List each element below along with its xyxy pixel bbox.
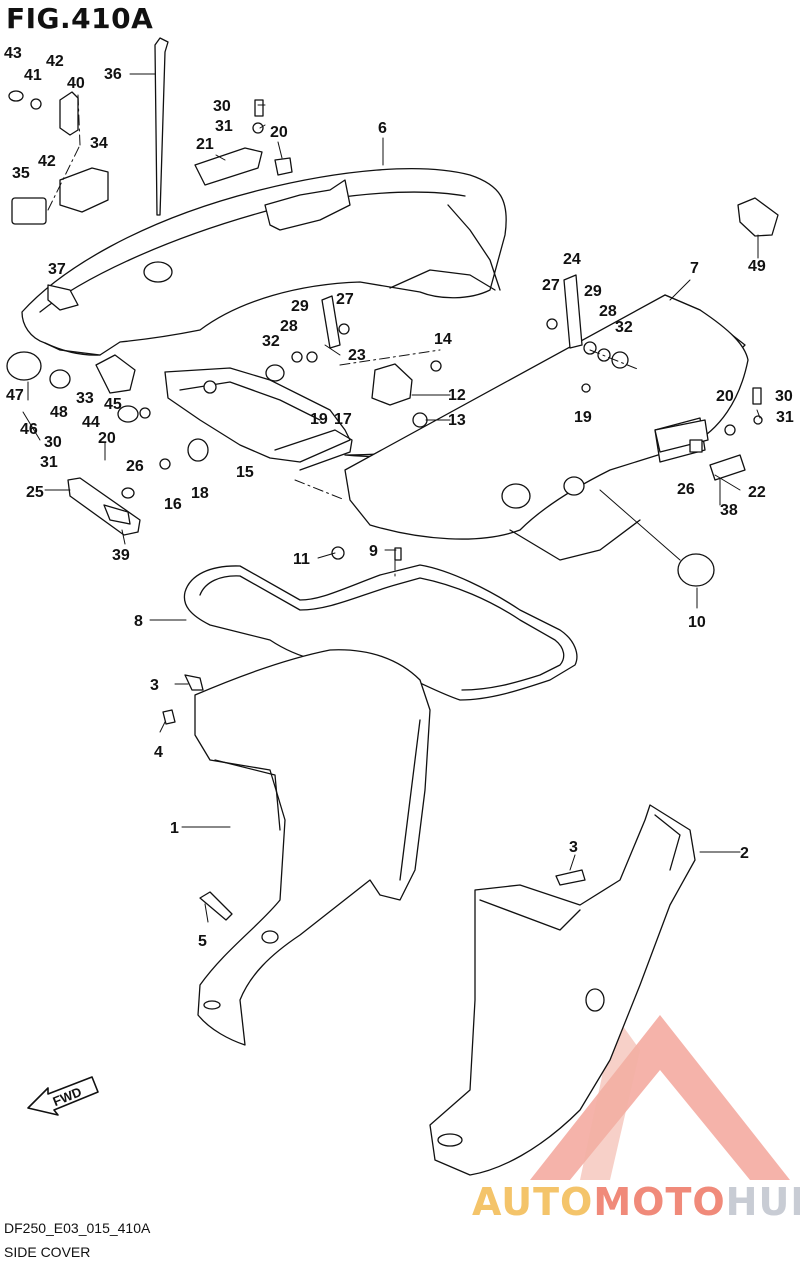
callout-18: 18 xyxy=(191,485,209,502)
callout-34: 34 xyxy=(90,135,108,152)
figure-name: SIDE COVER xyxy=(4,1244,91,1260)
callout-40: 40 xyxy=(67,75,85,92)
callout-19: 19 xyxy=(310,411,328,428)
callout-11: 11 xyxy=(293,551,310,568)
callout-29: 29 xyxy=(584,283,602,300)
watermark-logo xyxy=(530,1015,790,1180)
callout-24: 24 xyxy=(563,251,581,268)
callout-38: 38 xyxy=(720,502,738,519)
callout-12: 12 xyxy=(448,387,466,404)
callout-46: 46 xyxy=(20,421,38,438)
part-2-lower-cover xyxy=(429,804,696,1176)
callout-32: 32 xyxy=(262,333,280,350)
callout-28: 28 xyxy=(599,303,617,320)
leader-lines xyxy=(22,73,761,923)
callout-31: 31 xyxy=(215,118,233,135)
callout-13: 13 xyxy=(448,412,466,429)
watermark-part-2: MOTO xyxy=(593,1180,726,1224)
callout-19: 19 xyxy=(574,409,592,426)
callout-48: 48 xyxy=(50,404,68,421)
callout-43: 43 xyxy=(4,45,22,62)
callout-23: 23 xyxy=(348,347,366,364)
callout-41: 41 xyxy=(24,67,42,84)
callout-27: 27 xyxy=(542,277,560,294)
watermark-part-3: HUB xyxy=(725,1180,800,1224)
callout-33: 33 xyxy=(76,390,94,407)
callout-1: 1 xyxy=(170,820,179,837)
callout-30: 30 xyxy=(775,388,793,405)
callout-31: 31 xyxy=(776,409,794,426)
callout-42: 42 xyxy=(46,53,64,70)
callout-32: 32 xyxy=(615,319,633,336)
callout-49: 49 xyxy=(748,258,766,275)
small-parts xyxy=(6,37,779,921)
callout-20: 20 xyxy=(270,124,288,141)
callout-44: 44 xyxy=(82,414,100,431)
callout-16: 16 xyxy=(164,496,182,513)
callout-20: 20 xyxy=(98,430,116,447)
callout-39: 39 xyxy=(112,547,130,564)
watermark-text: AUTOMOTOHUB xyxy=(472,1180,800,1224)
fwd-arrow-icon xyxy=(27,1076,99,1116)
callout-22: 22 xyxy=(748,484,766,501)
callout-10: 10 xyxy=(688,614,706,631)
callout-labels: 43 41 42 40 36 42 34 35 37 30 31 20 21 6… xyxy=(4,45,794,950)
callout-6: 6 xyxy=(378,120,387,137)
callout-3: 3 xyxy=(150,677,159,694)
callout-14: 14 xyxy=(434,331,452,348)
callout-17: 17 xyxy=(334,411,352,428)
callout-4: 4 xyxy=(154,744,163,761)
callout-42: 42 xyxy=(38,153,56,170)
callout-15: 15 xyxy=(236,464,254,481)
callout-29: 29 xyxy=(291,298,309,315)
callout-37: 37 xyxy=(48,261,66,278)
callout-25: 25 xyxy=(26,484,44,501)
figure-title: FIG.410A xyxy=(6,2,154,35)
callout-5: 5 xyxy=(198,933,207,950)
callout-31: 31 xyxy=(40,454,58,471)
callout-7: 7 xyxy=(690,260,699,277)
callout-26: 26 xyxy=(677,481,695,498)
part-6-upper-cover xyxy=(21,168,507,356)
guide-lines xyxy=(47,94,641,581)
callout-47: 47 xyxy=(6,387,24,404)
callout-8: 8 xyxy=(134,613,143,630)
callout-26: 26 xyxy=(126,458,144,475)
watermark-part-1: AUTO xyxy=(472,1180,594,1224)
callout-35: 35 xyxy=(12,165,30,182)
part-1-lower-cover xyxy=(194,649,431,1046)
callout-28: 28 xyxy=(280,318,298,335)
callout-20: 20 xyxy=(716,388,734,405)
callout-9: 9 xyxy=(369,543,378,560)
figure-code: DF250_E03_015_410A xyxy=(4,1220,151,1236)
callout-21: 21 xyxy=(196,136,214,153)
callout-45: 45 xyxy=(104,396,122,413)
callout-2: 2 xyxy=(740,845,749,862)
callout-30: 30 xyxy=(44,434,62,451)
callout-36: 36 xyxy=(104,66,122,83)
callout-27: 27 xyxy=(336,291,354,308)
callout-30: 30 xyxy=(213,98,231,115)
callout-3: 3 xyxy=(569,839,578,856)
